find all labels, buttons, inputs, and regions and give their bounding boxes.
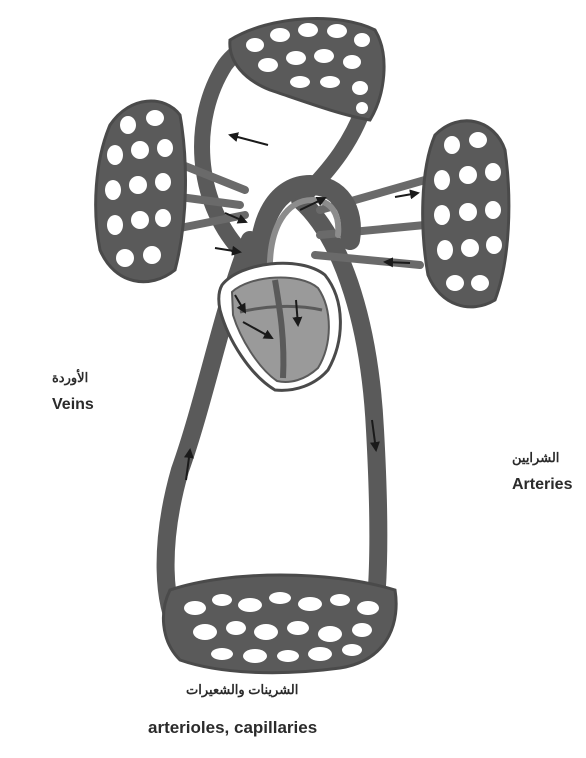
arrow-right-lung bbox=[395, 193, 418, 197]
arteries-label: Arteries bbox=[512, 476, 572, 494]
arrow-right-lung-2 bbox=[385, 262, 410, 263]
veins-label: Veins bbox=[52, 396, 94, 414]
capillaries-label-arabic: الشرينات والشعيرات bbox=[186, 682, 298, 698]
veins-label-arabic: الأوردة bbox=[52, 370, 88, 386]
arrow-upper-left bbox=[230, 135, 268, 145]
capillaries-label: arterioles, capillaries bbox=[148, 718, 317, 738]
arteries-label-arabic: الشرايين bbox=[512, 450, 559, 466]
systemic-vessel-right bbox=[300, 200, 378, 640]
